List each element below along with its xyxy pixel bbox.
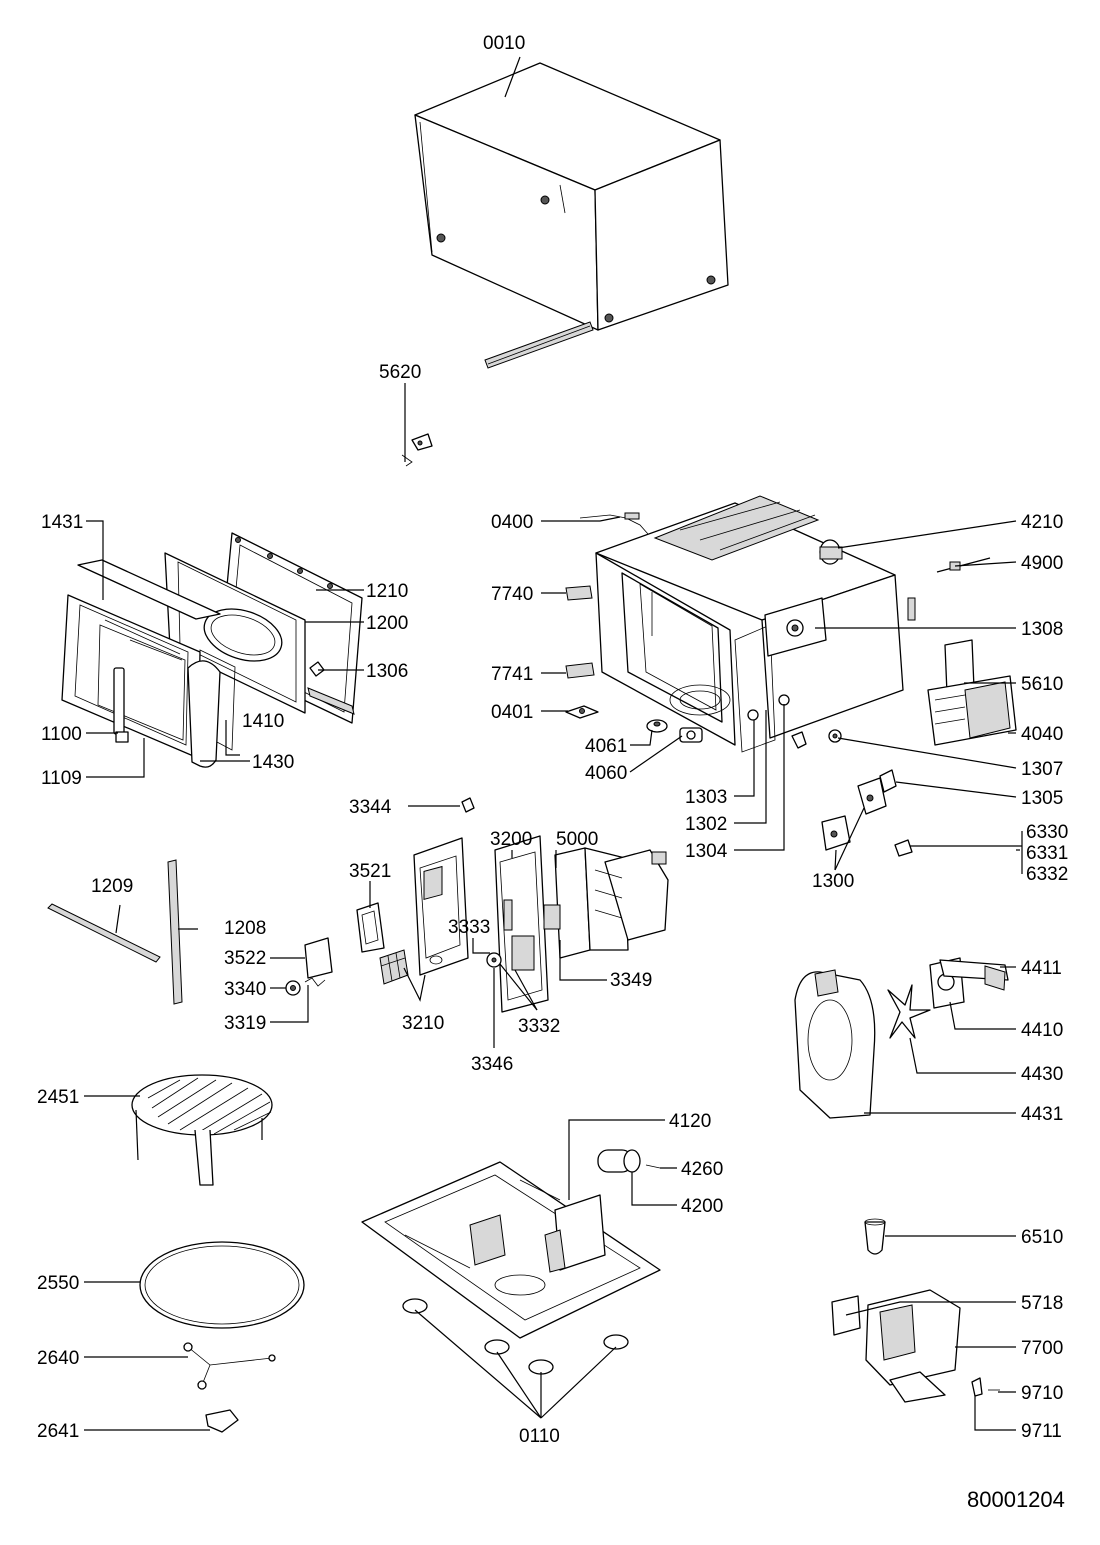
callout-0110: 0110 [519,1426,560,1447]
part-rail-1209 [47,903,161,963]
callout-1430: 1430 [252,752,294,773]
callout-7740: 7740 [491,584,533,605]
callout-1306: 1306 [366,661,408,682]
part-knob-3340 [285,980,301,996]
callout-3200: 3200 [490,829,532,850]
part-bracket-3522 [304,937,333,979]
part-lamp-6510 [864,1218,886,1255]
callout-6510: 6510 [1021,1227,1063,1248]
part-base-plate-0110 [361,1161,661,1375]
callout-3332: 3332 [518,1016,560,1037]
callout-4200: 4200 [681,1196,723,1217]
callout-6330: 6330 [1026,822,1068,843]
callout-1410: 1410 [242,711,284,732]
callout-1209: 1209 [91,876,133,897]
callout-1303: 1303 [685,787,727,808]
part-bracket-0401 [565,705,599,719]
callout-3346: 3346 [471,1054,513,1075]
callout-3522: 3522 [224,948,266,969]
callout-0401: 0401 [491,702,533,723]
part-labels-7740-7741 [565,585,595,679]
leader-lines [84,56,1023,1431]
callout-4120: 4120 [669,1111,711,1132]
callout-3344: 3344 [349,797,392,818]
callout-4210: 4210 [1021,512,1063,533]
callout-4900: 4900 [1021,553,1063,574]
callout-4260: 4260 [681,1159,723,1180]
part-grill-rack-2451 [131,1074,273,1186]
callout-6332: 6332 [1026,864,1068,885]
callout-1302: 1302 [685,814,727,835]
part-switches-1300 [821,777,887,851]
part-roller-ring-2550 [139,1241,305,1329]
part-fan-assembly [794,957,1009,1119]
callout-1100: 1100 [41,724,82,745]
part-coupler-2641 [205,1409,239,1433]
callout-2451: 2451 [37,1087,79,1108]
callout-4061: 4061 [585,736,627,757]
callout-1208: 1208 [224,918,266,939]
callout-1431: 1431 [41,512,83,533]
callout-4431: 4431 [1021,1104,1063,1125]
callout-1109: 1109 [41,768,82,789]
callout-9711: 9711 [1021,1421,1062,1442]
callout-1307: 1307 [1021,759,1063,780]
part-turntable-motor-4060 [679,727,703,743]
part-spring-3319 [304,977,326,987]
part-transformer-4040 [927,639,1017,746]
callout-4410: 4410 [1021,1020,1063,1041]
callout-7741: 7741 [491,664,533,685]
callout-3340: 3340 [224,979,266,1000]
part-door-assembly [61,532,363,768]
part-coupler-2640 [183,1342,276,1390]
callout-1300: 1300 [812,871,854,892]
callout-2641: 2641 [37,1421,79,1442]
callout-4430: 4430 [1021,1064,1063,1085]
callout-0010: 0010 [483,33,525,54]
callout-2640: 2640 [37,1348,79,1369]
part-oven-cavity [579,495,916,753]
document-number: 80001204 [967,1487,1065,1512]
callout-3521: 3521 [349,861,391,882]
part-clip-3344 [461,797,475,813]
callout-1304: 1304 [685,841,728,862]
callout-1210: 1210 [366,581,408,602]
callout-1308: 1308 [1021,619,1063,640]
part-coupling-4061 [646,719,668,733]
callout-5718: 5718 [1021,1293,1063,1314]
part-control-panel [356,835,669,1013]
callout-3210: 3210 [402,1013,444,1034]
callout-3319: 3319 [224,1013,266,1034]
callout-4411: 4411 [1021,958,1062,979]
callout-7700: 7700 [1021,1338,1063,1359]
callout-5620: 5620 [379,362,421,383]
callout-labels: 0010 5620 1431 1210 1200 1306 1410 1100 … [37,33,1068,1512]
callout-9710: 9710 [1021,1383,1063,1404]
callout-0400: 0400 [491,512,533,533]
callout-1200: 1200 [366,613,408,634]
part-clip-5620 [401,433,433,467]
callout-6331: 6331 [1026,843,1068,864]
part-outer-cabinet [414,62,729,369]
callout-5610: 5610 [1021,674,1063,695]
callout-2550: 2550 [37,1273,79,1294]
callout-4060: 4060 [585,763,627,784]
part-capacitor-4200 [597,1149,661,1173]
callout-3333: 3333 [448,917,490,938]
callout-5000: 5000 [556,829,598,850]
callout-3349: 3349 [610,970,652,991]
part-switch-1307 [828,729,842,743]
part-fan-duct-7700 [831,1289,1000,1403]
part-thermostat-6330 [894,839,913,857]
part-switch-1305 [879,769,897,793]
callout-1305: 1305 [1021,788,1063,809]
part-rail-1208 [167,859,183,1005]
callout-4040: 4040 [1021,724,1063,745]
